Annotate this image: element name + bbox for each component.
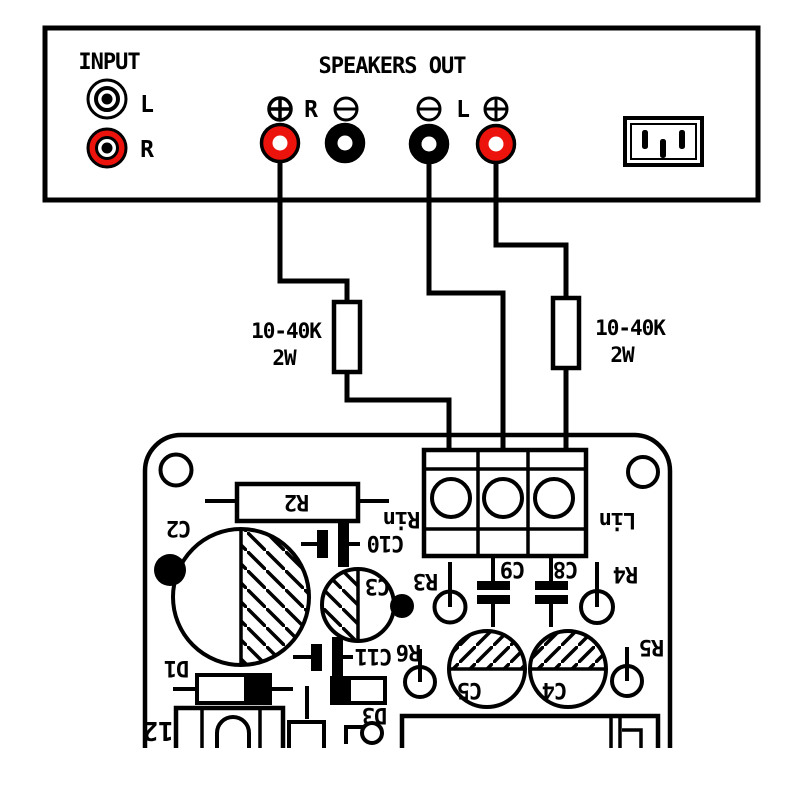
r6-label: R6 xyxy=(396,639,421,664)
rin-silkscreen-label: Rin xyxy=(384,506,421,531)
c10-label: C10 xyxy=(368,530,405,555)
ac-prong-right xyxy=(679,130,685,149)
minus-symbol-r-negative xyxy=(333,96,359,122)
component-c4: C4 xyxy=(528,629,608,709)
c11-label: C11 xyxy=(355,643,392,668)
terminal-screw-3 xyxy=(533,477,575,519)
terminal-screw-1 xyxy=(430,477,472,519)
c2-hatch xyxy=(241,529,309,665)
wire-r-positive-lower xyxy=(344,370,452,451)
component-c10: C10 xyxy=(301,522,404,567)
binding-post-r-negative xyxy=(324,122,366,164)
component-r6: R6 xyxy=(396,639,437,699)
d3-cathode-band xyxy=(330,676,351,705)
r3-label: R3 xyxy=(414,568,439,593)
pad-footprint-shapes xyxy=(287,686,384,756)
c4-hatch xyxy=(530,631,606,669)
interconnect-wiring: 10-40K 2W 10-40K 2W xyxy=(251,161,667,451)
component-d3: D3 xyxy=(330,676,387,727)
component-c9: C9 xyxy=(477,556,525,627)
mounting-hole-left xyxy=(158,452,194,488)
d1-cathode-band xyxy=(244,673,270,705)
mounting-hole-right xyxy=(626,455,660,489)
screw-terminal-block xyxy=(421,447,589,559)
binding-post-r-positive xyxy=(259,122,301,164)
c3-hatch xyxy=(322,569,358,641)
plus-symbol-r-positive xyxy=(267,96,293,122)
component-c8: C8 xyxy=(535,556,578,627)
rca-jack-right xyxy=(86,127,128,169)
image-crop-mask xyxy=(0,748,800,800)
component-d1: D1 xyxy=(164,655,293,705)
lin-silkscreen-label: Lin xyxy=(600,507,637,532)
rca-jack-right-center-pin xyxy=(101,142,113,154)
panel-outline xyxy=(42,25,761,203)
terminal-screw-2 xyxy=(482,477,524,519)
wire-l-positive xyxy=(493,162,569,303)
ac-power-socket xyxy=(623,116,704,167)
c2-label: C2 xyxy=(167,515,192,540)
component-r2: R2 xyxy=(205,481,389,524)
r2-label: R2 xyxy=(285,489,310,514)
ac-prong-left xyxy=(642,130,648,149)
amplifier-rear-panel: INPUT L R SPEAKERS OUT R L xyxy=(42,25,761,203)
binding-post-l-positive xyxy=(475,123,517,165)
ac-prong-middle xyxy=(660,139,666,158)
component-c5: C5 xyxy=(447,629,527,709)
edge-number-label: 12 xyxy=(142,715,173,745)
c4-label: C4 xyxy=(542,677,567,702)
d1-label: D1 xyxy=(164,655,189,680)
resistor-right-power-label: 2W xyxy=(610,343,635,367)
rca-jack-left-center-pin xyxy=(101,93,113,105)
wire-r-positive xyxy=(277,161,350,307)
resistor-left-power-label: 2W xyxy=(272,346,297,370)
speakers-out-label: SPEAKERS OUT xyxy=(319,54,467,79)
component-r4: R4 xyxy=(579,561,638,625)
component-c11: C11 xyxy=(293,637,392,678)
pcb-board: Rin Lin R2 C2 C10 C3 xyxy=(142,432,673,800)
component-c2: C2 xyxy=(154,515,311,667)
c8-label: C8 xyxy=(554,556,579,581)
c3-solder-dot xyxy=(390,594,414,618)
c5-hatch xyxy=(449,631,525,669)
binding-post-l-negative xyxy=(408,123,450,165)
c9-label: C9 xyxy=(501,556,526,581)
plus-symbol-l-positive xyxy=(483,96,509,122)
jack-right-label: R xyxy=(140,137,154,163)
dropping-resistor-left xyxy=(331,299,363,375)
r5-label: R5 xyxy=(640,634,665,659)
rca-jack-left xyxy=(86,78,128,120)
resistor-left-value-label: 10-40K xyxy=(251,319,322,343)
component-r5: R5 xyxy=(610,634,665,698)
r4-label: R4 xyxy=(613,561,638,586)
post-channel-r-label: R xyxy=(304,97,318,123)
post-channel-l-label: L xyxy=(456,97,470,123)
c2-solder-dot xyxy=(154,554,186,586)
component-c3: C3 xyxy=(320,567,414,643)
wire-l-negative xyxy=(426,162,506,451)
input-label: INPUT xyxy=(78,50,140,75)
c5-label: C5 xyxy=(458,677,483,702)
c3-label: C3 xyxy=(366,573,391,598)
dropping-resistor-right xyxy=(550,295,582,371)
jack-left-label: L xyxy=(140,92,154,118)
minus-symbol-l-negative xyxy=(416,96,442,122)
resistor-right-value-label: 10-40K xyxy=(595,316,666,340)
component-r3: R3 xyxy=(414,562,468,625)
